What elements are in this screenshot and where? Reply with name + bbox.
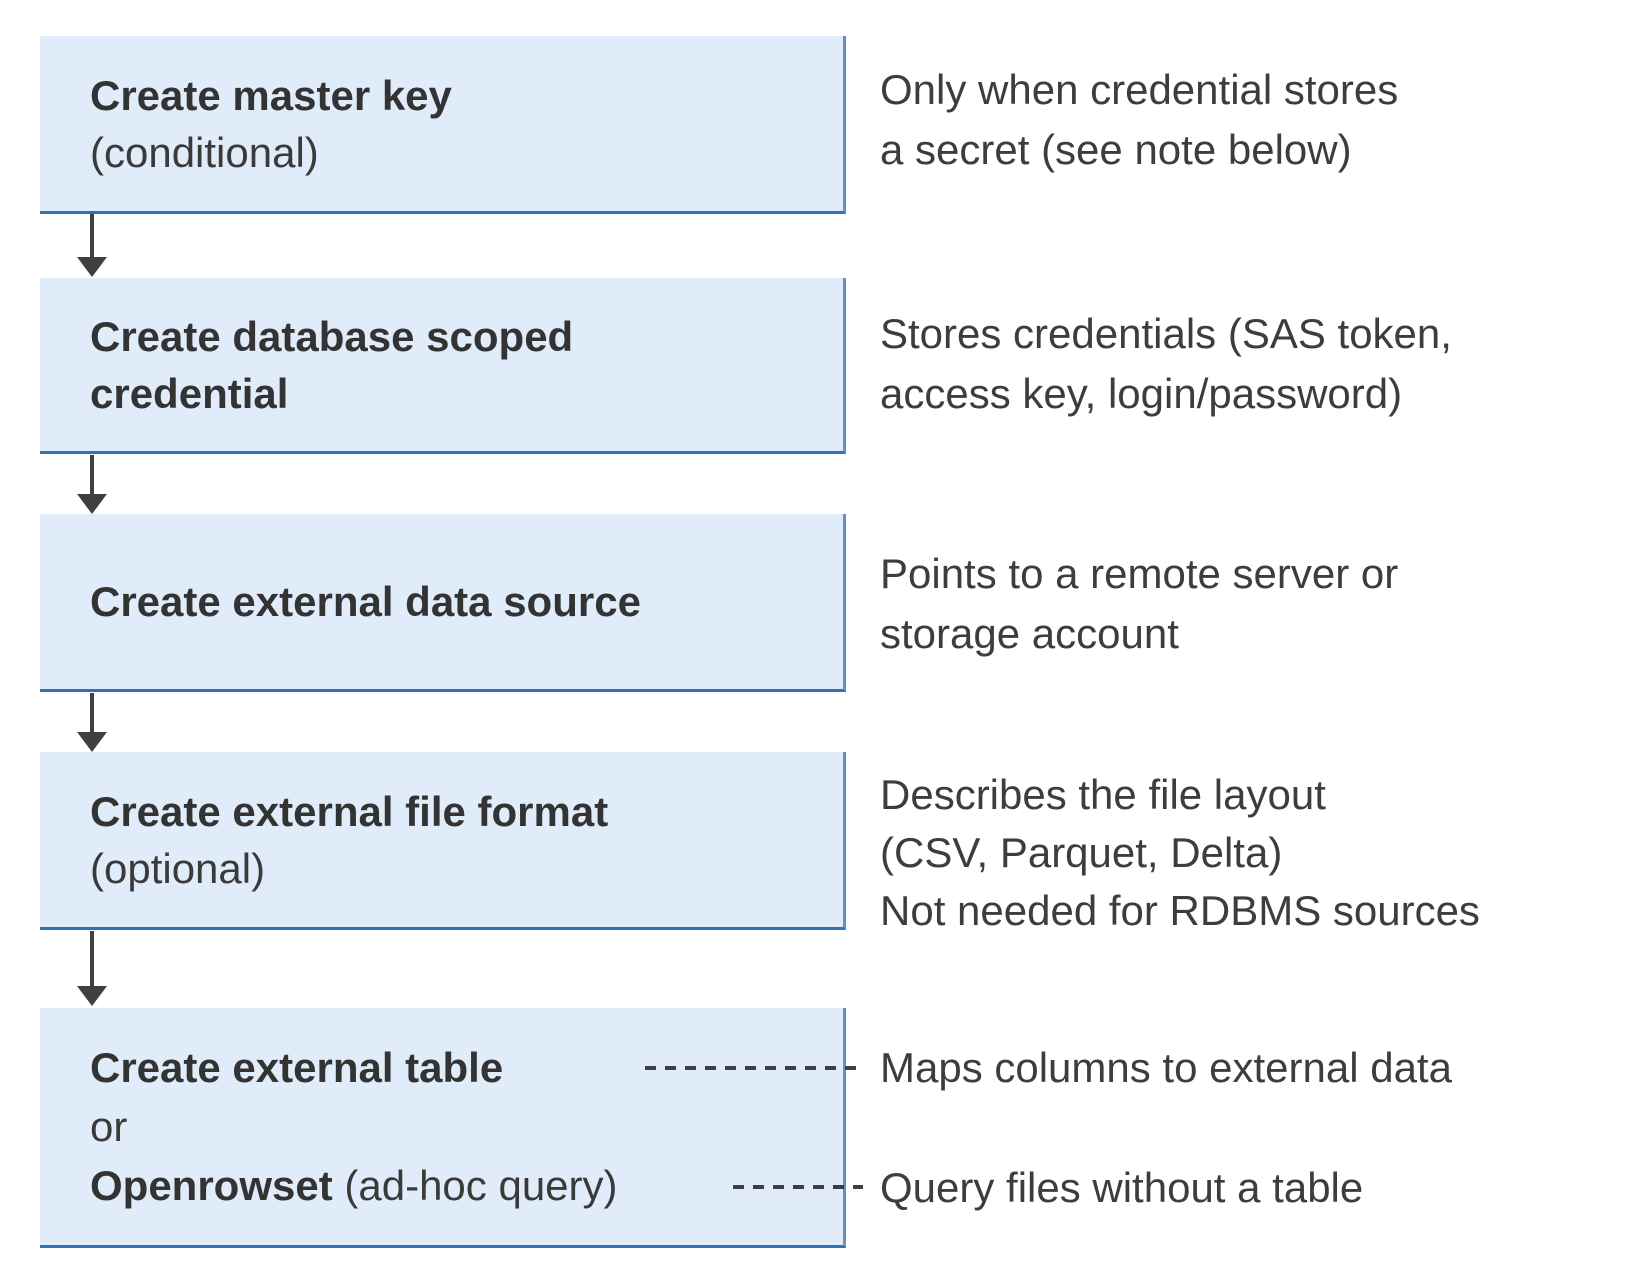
step-qualifier: (conditional) [90,128,319,176]
step-title-line3-bold: Openrowset [90,1162,333,1209]
step-box-create-master-key: Create master key (conditional) [40,36,846,214]
step-box-create-external-table-or-openrowset: Create external table or Openrowset (ad-… [40,1008,846,1248]
note-line: access key, login/password) [880,370,1403,417]
note-external-file-format: Describes the file layout (CSV, Parquet,… [880,766,1480,940]
arrow-head [77,986,107,1006]
step-box-create-database-scoped-credential: Create database scoped credential [40,278,846,454]
dashed-connector-external-table [645,1066,865,1070]
arrow-down-icon [77,931,107,1006]
step-title: Create master key [90,71,452,119]
step-title-line3: Openrowset (ad-hoc query) [90,1156,843,1215]
arrow-shaft [90,931,94,988]
note-database-scoped-credential: Stores credentials (SAS token, access ke… [880,304,1452,424]
note-line: Points to a remote server or [880,550,1399,597]
note-line: Not needed for RDBMS sources [880,887,1480,934]
step-qualifier: (optional) [90,844,266,892]
note-master-key: Only when credential stores a secret (se… [880,60,1398,180]
dashed-connector-openrowset [733,1185,863,1189]
arrow-shaft [90,693,94,734]
step-title-line1: Create external table [90,1044,504,1091]
note-line: a secret (see note below) [880,126,1352,173]
step-title-line2: or [90,1103,128,1150]
step-box-create-external-data-source: Create external data source [40,514,846,692]
step-title-line2: credential [90,369,289,417]
step-title-line3-regular: (ad-hoc query) [332,1162,618,1209]
arrow-down-icon [77,693,107,752]
note-external-data-source: Points to a remote server or storage acc… [880,544,1398,664]
arrow-head [77,732,107,752]
note-line: Stores credentials (SAS token, [880,310,1452,357]
arrow-down-icon [77,214,107,277]
note-line: (CSV, Parquet, Delta) [880,829,1283,876]
note-line: Describes the file layout [880,771,1326,818]
step-box-create-external-file-format: Create external file format (optional) [40,752,846,930]
step-title-line1: Create database scoped [90,312,574,360]
note-line: Maps columns to external data [880,1044,1452,1091]
arrow-down-icon [77,455,107,514]
note-line: Query files without a table [880,1164,1364,1211]
note-line: storage account [880,610,1179,657]
step-title: Create external file format [90,787,609,835]
arrow-shaft [90,214,94,259]
note-line: Only when credential stores [880,66,1399,113]
arrow-shaft [90,455,94,496]
arrow-head [77,494,107,514]
note-openrowset: Query files without a table [880,1158,1363,1218]
arrow-head [77,257,107,277]
step-title: Create external data source [90,578,641,625]
note-external-table: Maps columns to external data [880,1038,1452,1098]
